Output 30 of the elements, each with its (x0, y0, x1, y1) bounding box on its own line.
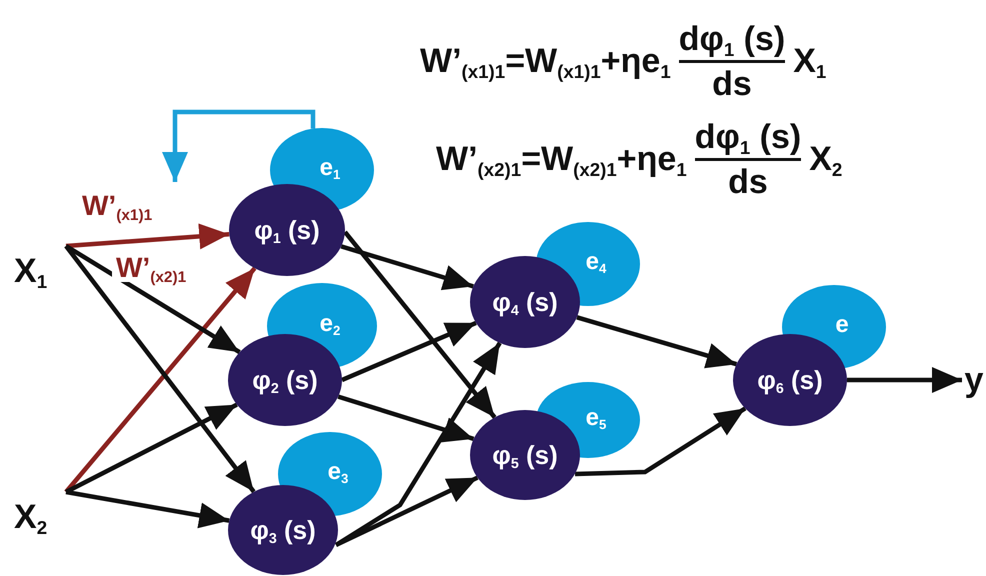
variable-label: y (962, 360, 986, 400)
arrow (66, 490, 230, 528)
variable-label: X$_{1}$ (14, 244, 66, 288)
arrow (576, 315, 738, 368)
arrow (847, 367, 962, 393)
neuron-ellipse: φ$_{3}$ (s) (228, 485, 338, 575)
fraction-numerator: dφ$_{1}$ (s) (694, 120, 802, 158)
arrow (574, 406, 746, 476)
arrow (341, 320, 477, 382)
fraction-numerator: dφ$_{1}$ (s) (678, 22, 786, 60)
equation-text: X$_{1}$ (793, 41, 826, 84)
variable-label: X$_{2}$ (14, 490, 66, 534)
neuron-ellipse: φ$_{6}$ (s) (733, 334, 847, 426)
neuron-ellipse: φ$_{4}$ (s) (470, 256, 580, 348)
arrow (335, 476, 478, 548)
neuron-ellipse: φ$_{2}$ (s) (228, 334, 342, 426)
neuron-ellipse: φ$_{5}$ (s) (470, 410, 580, 500)
equation-text: W’$_{(x1)1}$=W$_{(x1)1}$+ηe$_{1}$ (420, 41, 671, 84)
equation-text: X$_{2}$ (809, 139, 842, 182)
fraction-denominator: ds (712, 64, 752, 101)
arrow (64, 244, 241, 354)
arrow (66, 223, 230, 250)
fraction-denominator: ds (728, 162, 768, 199)
equation-text: W’$_{(x2)1}$=W$_{(x2)1}$+ηe$_{1}$ (436, 139, 687, 182)
arrow (64, 402, 238, 494)
neuron-ellipse: φ$_{1}$ (s) (229, 184, 345, 276)
arrow (340, 244, 474, 290)
arrow (343, 230, 496, 419)
arrow (338, 394, 474, 442)
feedback-arrow (162, 110, 316, 182)
